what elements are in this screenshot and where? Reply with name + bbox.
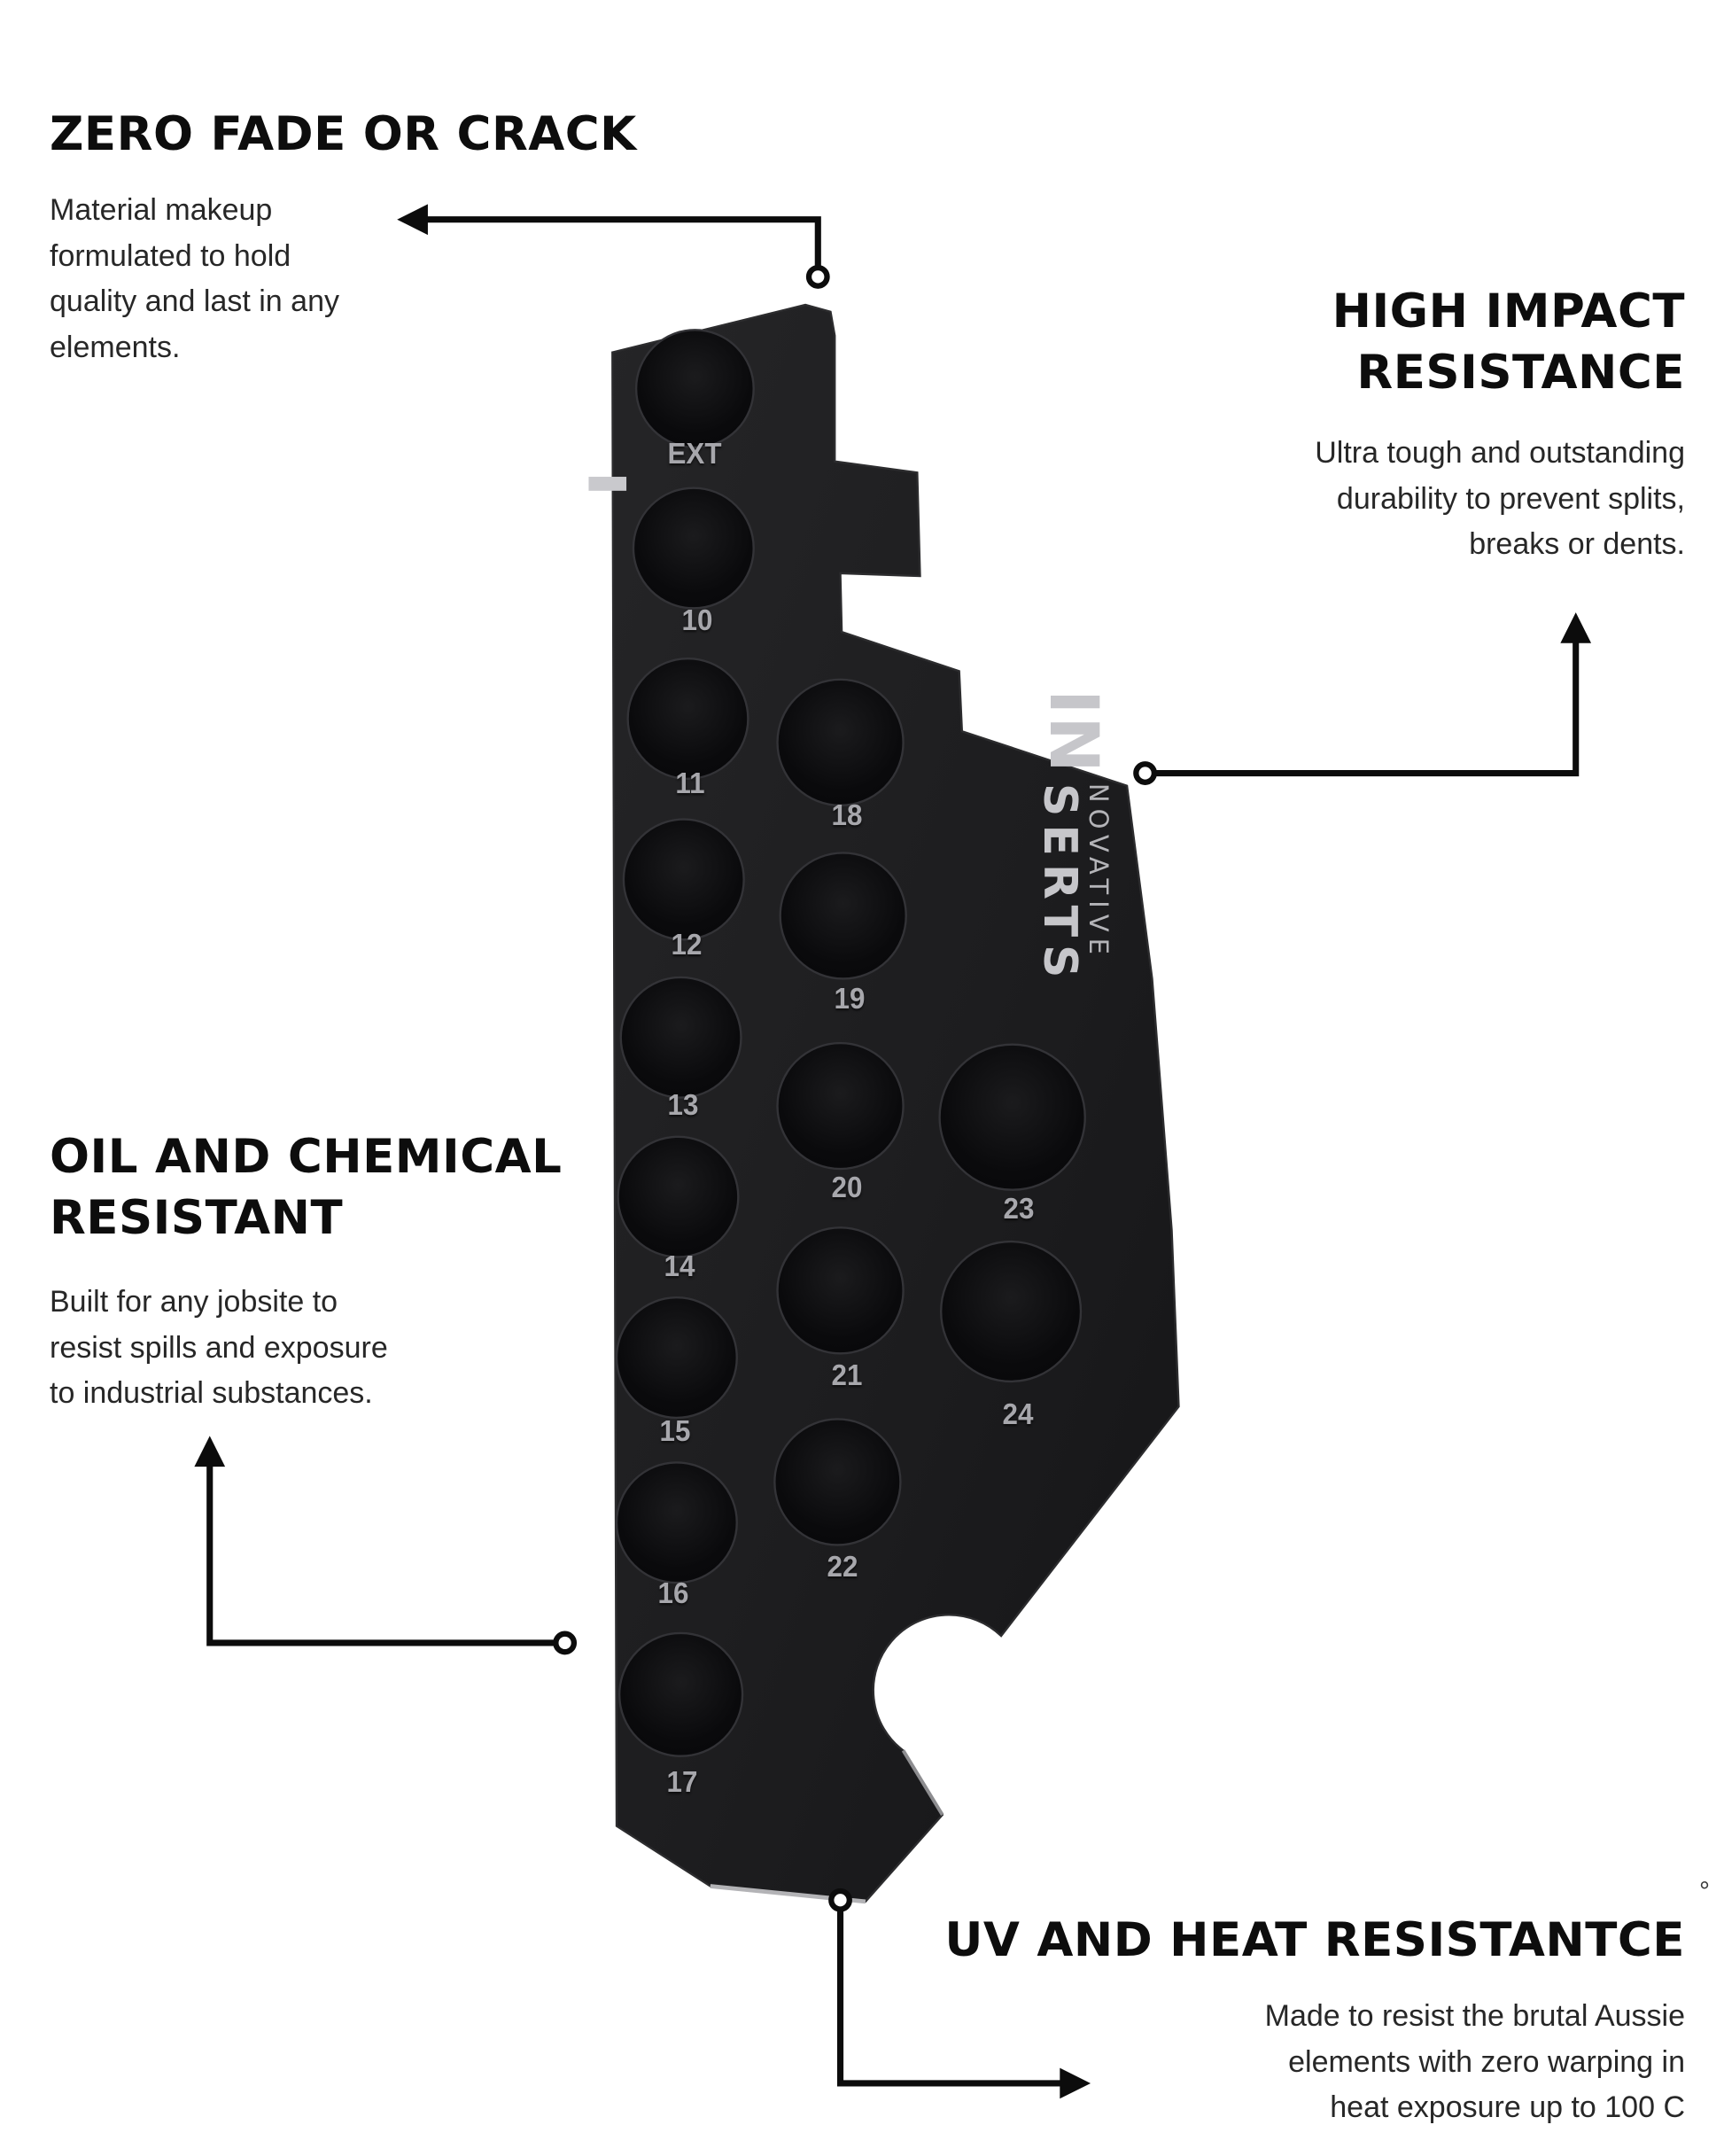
socket-size-label: EXT [667,437,722,470]
socket-hole [632,486,755,610]
socket-size-label: 23 [1003,1192,1035,1225]
feature-zero-fade-title: ZERO FADE OR CRACK [50,107,637,161]
stray-degree-mark: ° [1699,1877,1710,1906]
socket-hole [619,976,742,1099]
socket-hole [776,678,905,807]
socket-size-label: 17 [666,1765,698,1798]
feature-uv-heat-title: UV AND HEAT RESISTANTCE [944,1913,1685,1967]
socket-hole [617,1631,744,1757]
socket-size-label: 20 [831,1171,863,1203]
rail-notch [588,477,627,491]
socket-hole [626,657,749,781]
socket-size-label: 15 [659,1414,691,1447]
socket-hole [634,329,755,449]
feature-high-impact-title: HIGH IMPACT RESISTANCE [1332,284,1685,400]
socket-size-label: 12 [671,928,703,961]
socket-hole [776,1041,905,1171]
socket-hole [622,818,745,941]
arrowhead-up-icon [1560,612,1592,643]
arrowhead-up-icon [194,1436,226,1467]
socket-hole [617,1135,740,1258]
connector-dot [553,1631,578,1655]
socket-size-label: 11 [675,767,705,799]
connector-dot [805,264,830,289]
brand-word-novative: NOVATIVE [1083,782,1114,961]
notch-edge-highlight [901,1749,944,1817]
socket-size-label: 16 [657,1576,689,1609]
socket-hole [938,1043,1086,1191]
connector-dot [828,1887,852,1912]
socket-size-label: 18 [831,798,863,831]
socket-size-label: 22 [827,1550,858,1583]
socket-size-label: 21 [831,1358,863,1391]
socket-hole [939,1240,1083,1383]
socket-hole [615,1296,738,1420]
feature-zero-fade-description: Material makeup formulated to hold quali… [50,193,339,365]
socket-hole [776,1226,905,1355]
socket-size-label: 24 [1002,1397,1034,1430]
socket-size-label: 10 [681,603,713,636]
socket-size-label: 19 [834,982,866,1015]
socket-hole [773,1418,902,1546]
brand-prefix: IN [1034,689,1114,774]
feature-high-impact-description: Ultra tough and outstanding durability t… [1315,436,1685,562]
brand-word-serts: SERTS [1033,782,1087,986]
arrow-oil-chemical [194,1436,578,1655]
feature-oil-chemical-title: OIL AND CHEMICAL RESISTANT [50,1130,563,1245]
feature-uv-heat-description: Made to resist the brutal Aussie element… [1264,1999,1685,2125]
arrow-zero-fade [397,204,830,289]
arrowhead-right-icon [1060,2067,1091,2099]
arrow-uv-heat [828,1887,1091,2099]
socket-hole [779,852,907,980]
feature-oil-chemical-description: Built for any jobsite to resist spills a… [50,1285,388,1411]
connector-dot [1133,761,1158,785]
socket-size-label: 14 [664,1249,695,1282]
socket-hole [615,1461,738,1584]
socket-size-label: 13 [667,1088,699,1121]
arrow-high-impact [1133,612,1592,785]
arrowhead-left-icon [397,204,428,236]
